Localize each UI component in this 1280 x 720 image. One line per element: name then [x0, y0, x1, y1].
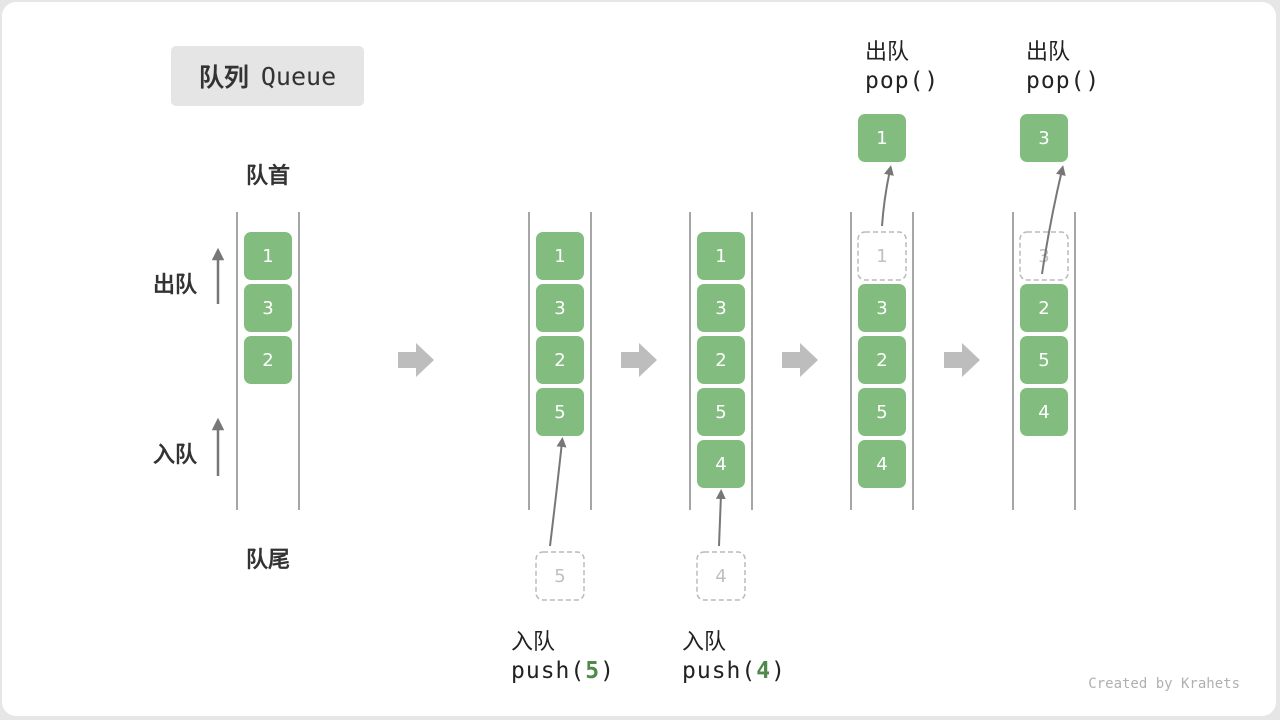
op-pop1-code: pop()	[865, 68, 940, 94]
stage0-cell-2	[244, 336, 292, 384]
stage4-cell-0-text: 2	[1038, 298, 1049, 319]
stage4-popped-cell-text: 3	[1038, 128, 1049, 149]
stage2-cell-0	[697, 232, 745, 280]
stage3-cell-3	[858, 440, 906, 488]
stage2-cell-3-text: 5	[715, 402, 726, 423]
queue-head-label: 队首	[246, 164, 291, 189]
op-push4-label: 入队	[682, 630, 727, 655]
stage1-cell-2-text: 2	[554, 350, 565, 371]
stage3-cell-1-text: 2	[876, 350, 887, 371]
op-push4-code: push(4)	[682, 658, 786, 684]
op-push5-label: 入队	[511, 630, 556, 655]
stage3-cell-0-text: 3	[876, 298, 887, 319]
stage2-cell-1-text: 3	[715, 298, 726, 319]
stage3-cell-0	[858, 284, 906, 332]
stage1-incoming-cell	[535, 551, 585, 601]
stage3-pop-arrow	[881, 165, 894, 227]
stage3-cell-2-text: 5	[876, 402, 887, 423]
stage1-cell-3-text: 5	[554, 402, 565, 423]
stage3-popped-cell	[858, 114, 906, 162]
stage3-ghost-cell	[857, 231, 907, 281]
stage4-cell-2-text: 4	[1038, 402, 1049, 423]
stage1-cell-0-text: 1	[554, 246, 565, 267]
stage1-push-arrow	[549, 437, 567, 547]
stage2-cell-2-text: 2	[715, 350, 726, 371]
op-push5-code: push(5)	[511, 658, 615, 684]
stage2-push-arrow	[715, 489, 726, 547]
stage3-cell-3-text: 4	[876, 454, 887, 475]
stage1-cell-1	[536, 284, 584, 332]
op-pop1-label: 出队	[865, 40, 910, 65]
stage1-cell-1-text: 3	[554, 298, 565, 319]
stage4-popped-cell	[1020, 114, 1068, 162]
stage4-cell-0	[1020, 284, 1068, 332]
title-zh: 队列	[198, 63, 249, 92]
stage0-cell-2-text: 2	[262, 350, 273, 371]
stage3-popped-cell-text: 1	[876, 128, 887, 149]
stage1-cell-0	[536, 232, 584, 280]
stage3-ghost-cell-text: 1	[876, 246, 887, 267]
stage2-cell-3	[697, 388, 745, 436]
dequeue-direction-label: 出队	[153, 273, 198, 298]
stage2-cell-0-text: 1	[715, 246, 726, 267]
queue-tail-label: 队尾	[246, 548, 291, 573]
enqueue-direction-label: 入队	[153, 443, 198, 468]
stage4-cell-2	[1020, 388, 1068, 436]
transition-arrow-2	[782, 343, 818, 377]
stage4-cell-1-text: 5	[1038, 350, 1049, 371]
stage2-incoming-cell	[696, 551, 746, 601]
stage1-cell-2	[536, 336, 584, 384]
credit-text: Created by Krahets	[1088, 676, 1240, 692]
stage4-cell-1	[1020, 336, 1068, 384]
transition-arrow-3	[944, 343, 980, 377]
diagram-title: 队列 Queue	[171, 46, 364, 106]
stage0-cell-0	[244, 232, 292, 280]
op-pop2-label: 出队	[1026, 40, 1071, 65]
stage0-cell-0-text: 1	[262, 246, 273, 267]
stage2-cell-4-text: 4	[715, 454, 726, 475]
transition-arrow-1	[621, 343, 657, 377]
stage3-cell-1	[858, 336, 906, 384]
stage2-incoming-cell-text: 4	[715, 566, 726, 587]
op-pop2-code: pop()	[1026, 68, 1101, 94]
stage2-cell-1	[697, 284, 745, 332]
stage1-cell-3	[536, 388, 584, 436]
stage4-pop-arrow	[1041, 165, 1066, 275]
stage2-cell-2	[697, 336, 745, 384]
stage2-cell-4	[697, 440, 745, 488]
stage0-cell-1	[244, 284, 292, 332]
title-en: Queue	[260, 61, 337, 91]
stage1-incoming-cell-text: 5	[554, 566, 565, 587]
transition-arrow-0	[398, 343, 434, 377]
stage0-cell-1-text: 3	[262, 298, 273, 319]
stage3-cell-2	[858, 388, 906, 436]
